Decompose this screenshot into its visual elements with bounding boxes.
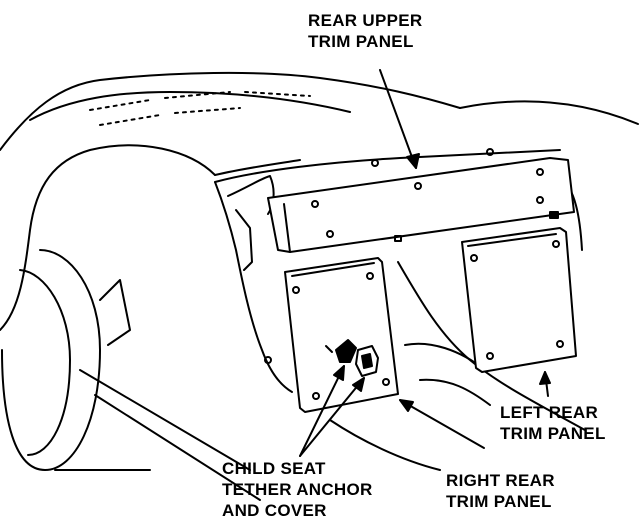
rear-wheel (1, 249, 261, 501)
label-line: LEFT REAR (500, 403, 599, 422)
rear-upper-trim-panel (267, 148, 575, 253)
label-line: TETHER ANCHOR (222, 480, 373, 499)
label-line: AND COVER (222, 501, 327, 520)
right-rear-trim-panel (264, 257, 399, 413)
label-line: CHILD SEAT (222, 459, 326, 478)
label-line: REAR UPPER (308, 11, 423, 30)
label-rear-upper-trim-panel: REAR UPPER TRIM PANEL (308, 10, 422, 52)
label-left-rear-trim-panel: LEFT REAR TRIM PANEL (500, 402, 606, 444)
tether-anchor-and-cover (325, 339, 379, 377)
leader-arrows (299, 69, 551, 457)
label-right-rear-trim-panel: RIGHT REAR TRIM PANEL (446, 470, 555, 512)
car-body-outline (0, 71, 639, 331)
label-line: TRIM PANEL (500, 424, 606, 443)
label-child-seat-tether-anchor: CHILD SEAT TETHER ANCHOR AND COVER (222, 458, 373, 521)
left-rear-trim-panel (461, 227, 577, 373)
label-line: RIGHT REAR (446, 471, 555, 490)
label-line: TRIM PANEL (446, 492, 552, 511)
label-line: TRIM PANEL (308, 32, 414, 51)
